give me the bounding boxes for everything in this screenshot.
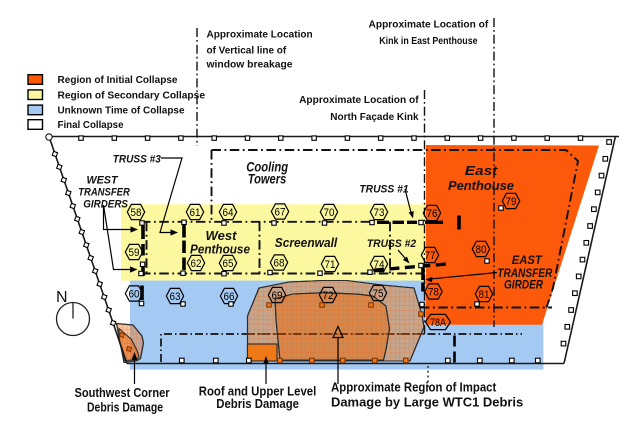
svg-text:North Façade Kink: North Façade Kink: [330, 112, 419, 123]
svg-text:Debris Damage: Debris Damage: [87, 400, 163, 414]
svg-text:76: 76: [427, 208, 438, 220]
svg-text:Region of Secondary Collapse: Region of Secondary Collapse: [58, 90, 206, 101]
svg-text:Approximate Region of Impact: Approximate Region of Impact: [331, 380, 497, 394]
svg-text:TRANSFER: TRANSFER: [497, 268, 553, 280]
svg-text:Unknown Time of Collapse: Unknown Time of Collapse: [58, 106, 185, 117]
svg-text:Penthouse: Penthouse: [190, 242, 250, 257]
svg-text:67: 67: [275, 206, 286, 218]
svg-text:71: 71: [325, 259, 336, 271]
svg-text:TRANSFER: TRANSFER: [78, 187, 130, 199]
svg-text:Approximate Location of: Approximate Location of: [299, 95, 419, 106]
svg-text:72: 72: [323, 290, 334, 302]
svg-text:Kink in East Penthouse: Kink in East Penthouse: [379, 36, 478, 47]
svg-text:East: East: [465, 163, 498, 178]
svg-text:73: 73: [374, 207, 385, 219]
svg-text:West: West: [206, 228, 238, 243]
svg-text:80: 80: [476, 244, 487, 256]
svg-text:64: 64: [223, 207, 234, 219]
svg-text:Damage by Large WTC1 Debris: Damage by Large WTC1 Debris: [331, 396, 523, 410]
svg-text:TRUSS #3: TRUSS #3: [113, 154, 161, 166]
svg-text:74: 74: [374, 259, 385, 271]
svg-text:61: 61: [190, 207, 201, 219]
svg-text:EAST: EAST: [512, 255, 543, 267]
svg-text:Towers: Towers: [248, 171, 287, 186]
svg-text:GIRDER: GIRDER: [504, 280, 544, 292]
svg-text:78A: 78A: [430, 317, 447, 329]
svg-text:70: 70: [324, 207, 335, 219]
svg-text:68: 68: [274, 257, 285, 269]
svg-text:79: 79: [506, 196, 517, 208]
svg-text:Approximate Location of: Approximate Location of: [369, 20, 489, 31]
svg-text:75: 75: [373, 288, 384, 300]
svg-text:Penthouse: Penthouse: [448, 178, 514, 193]
svg-text:60: 60: [129, 288, 140, 300]
svg-text:Roof and Upper Level: Roof and Upper Level: [199, 385, 317, 399]
svg-text:GIRDERS: GIRDERS: [83, 199, 128, 211]
svg-text:66: 66: [224, 291, 235, 303]
svg-text:Final Collapse: Final Collapse: [58, 120, 124, 131]
svg-text:69: 69: [272, 290, 283, 302]
svg-text:Cooling: Cooling: [246, 160, 288, 175]
svg-text:Approximate Location: Approximate Location: [207, 30, 313, 41]
svg-text:WEST: WEST: [87, 174, 119, 186]
svg-text:59: 59: [129, 247, 140, 259]
svg-text:Debris Damage: Debris Damage: [216, 397, 299, 411]
svg-text:58: 58: [131, 207, 142, 219]
svg-text:78: 78: [428, 286, 439, 298]
svg-text:TRUSS #1: TRUSS #1: [359, 183, 408, 195]
svg-text:Screenwall: Screenwall: [275, 235, 338, 250]
svg-text:Southwest Corner: Southwest Corner: [75, 386, 170, 400]
svg-text:63: 63: [170, 291, 181, 303]
svg-text:81: 81: [479, 289, 490, 301]
svg-text:77: 77: [425, 250, 436, 262]
svg-text:TRUSS #2: TRUSS #2: [367, 238, 416, 250]
svg-text:65: 65: [223, 258, 234, 270]
svg-text:of Vertical line of: of Vertical line of: [207, 45, 287, 56]
svg-text:Region of Initial Collapse: Region of Initial Collapse: [58, 75, 178, 86]
svg-text:window breakage: window breakage: [205, 59, 292, 70]
svg-text:62: 62: [191, 258, 202, 270]
svg-text:N: N: [56, 289, 68, 306]
